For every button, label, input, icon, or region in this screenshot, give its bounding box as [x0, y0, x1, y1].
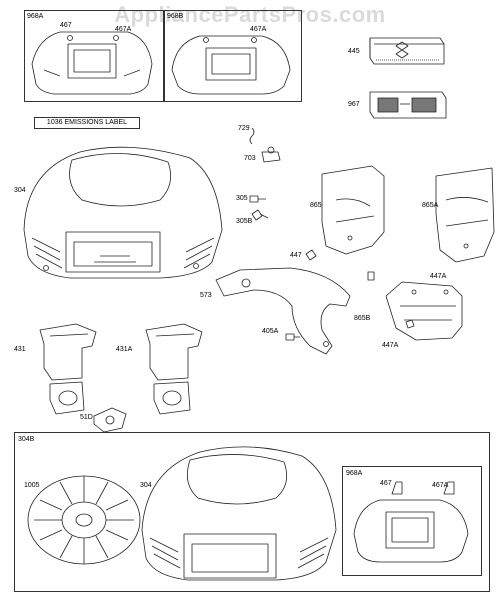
screw-447a-low — [405, 319, 415, 329]
callout-865b: 865B — [354, 315, 371, 322]
callout-573: 573 — [200, 292, 212, 299]
pre-cleaner-967 — [369, 91, 447, 119]
callout-467-bottom: 467 — [380, 480, 392, 487]
callout-1005: 1005 — [24, 482, 40, 489]
cylinder-shield-865b — [385, 281, 463, 341]
clip-703 — [261, 146, 281, 163]
callout-51d: 51D — [80, 414, 93, 421]
callout-445: 445 — [348, 48, 360, 55]
screw-447a-mid — [367, 271, 375, 281]
kit-box-968b-top — [164, 10, 302, 102]
screw-305 — [249, 195, 266, 203]
flywheel-fan-1005 — [27, 475, 141, 565]
screw-405a — [285, 333, 300, 341]
callout-968b-top: 968B — [167, 13, 184, 20]
callout-467a-top-mid: 467A — [250, 26, 267, 33]
callout-304b: 304B — [18, 436, 35, 443]
kit-box-304b — [14, 432, 490, 592]
callout-467a-top-left: 467A — [115, 26, 132, 33]
screw-305b — [251, 209, 269, 221]
callout-447a-mid: 447A — [430, 273, 447, 280]
callout-304-bottom: 304 — [140, 482, 152, 489]
cylinder-shield-865 — [321, 165, 385, 255]
callout-304-top: 304 — [14, 187, 26, 194]
back-plate-573 — [215, 267, 351, 355]
callout-305: 305 — [236, 195, 248, 202]
spring-729 — [249, 127, 255, 145]
callout-405a: 405A — [262, 328, 279, 335]
callout-467-top-left: 467 — [60, 22, 72, 29]
callout-431: 431 — [14, 346, 26, 353]
blower-cover-968a-bottom — [353, 481, 469, 563]
callout-447: 447 — [290, 252, 302, 259]
kit-box-968a-top — [24, 10, 164, 102]
callout-305b: 305B — [236, 218, 253, 225]
callout-431a: 431A — [116, 346, 133, 353]
callout-967: 967 — [348, 101, 360, 108]
blower-housing-304-top — [23, 146, 223, 279]
callout-968a-top: 968A — [27, 13, 44, 20]
callout-865: 865 — [310, 202, 322, 209]
gasket-51d — [93, 407, 127, 433]
blower-cover-968a-top — [31, 31, 153, 95]
callout-703: 703 — [244, 155, 256, 162]
watermark: AppliancePartsPros.com — [114, 2, 386, 27]
emissions-label-box: 1036 EMISSIONS LABEL — [34, 117, 140, 129]
callout-729: 729 — [238, 125, 250, 132]
blower-housing-304-bottom — [141, 446, 337, 581]
screw-447 — [305, 249, 317, 261]
callout-968a-bottom: 968A — [346, 470, 363, 477]
cylinder-shield-865a — [435, 167, 495, 263]
kit-box-968a-bottom — [342, 466, 482, 576]
callout-467a-bottom: 467A — [432, 482, 449, 489]
air-filter-445 — [369, 37, 445, 65]
callout-865a: 865A — [422, 202, 439, 209]
callout-447a-low: 447A — [382, 342, 399, 349]
baffle-431 — [39, 323, 97, 415]
blower-cover-968b-top — [171, 35, 291, 95]
baffle-431a — [145, 323, 203, 415]
